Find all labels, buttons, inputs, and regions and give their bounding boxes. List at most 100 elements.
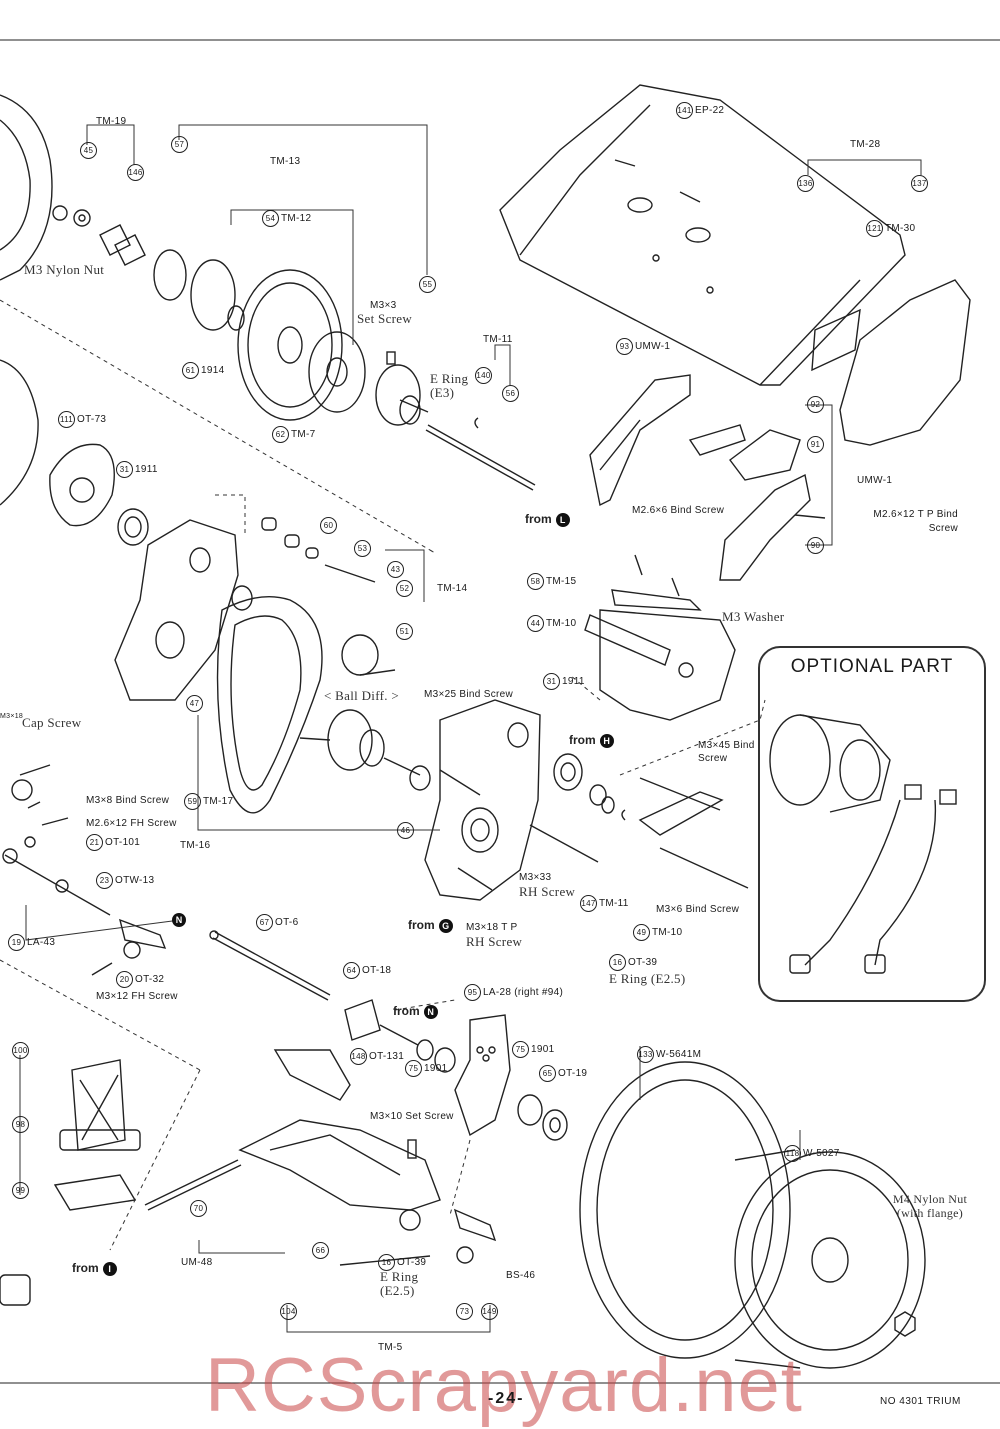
label-text: TM-10 — [546, 618, 577, 630]
from-dot: N — [172, 912, 186, 927]
label-tm11-top: TM-11 — [483, 334, 513, 345]
callout-47: 47 — [186, 695, 205, 712]
label-text: OT-39 — [628, 957, 658, 969]
footer-code: NO 4301 TRIUM — [880, 1396, 961, 1407]
callout-number: 56 — [502, 385, 519, 402]
callout-60: 60 — [320, 517, 339, 534]
label-text: UMW-1 — [635, 341, 671, 353]
callout-number: 59 — [184, 793, 201, 810]
marker-n: N — [168, 912, 186, 927]
callout-number: 91 — [807, 436, 824, 453]
label-text: LA-28 (right #94) — [483, 987, 564, 999]
label-text: TM-7 — [291, 429, 316, 441]
label-text: OT-101 — [105, 837, 141, 849]
label-text: 1901 — [531, 1044, 555, 1056]
from-dot: L — [555, 512, 570, 527]
label-text: 1911 — [135, 464, 158, 476]
callout-number: 55 — [419, 276, 436, 293]
callout-66: 66 — [312, 1242, 331, 1259]
callout-number: 60 — [320, 517, 337, 534]
label-text: TM-13 — [270, 156, 301, 167]
callout-number: 64 — [343, 962, 360, 979]
watermark: RCScrapyard.net — [205, 1343, 803, 1428]
callout-number: 52 — [396, 580, 413, 597]
from-text: from — [569, 733, 596, 747]
callout-53: 53 — [354, 540, 373, 557]
callout-number: 93 — [616, 338, 633, 355]
label-tm28: TM-28 — [850, 139, 881, 150]
callout-137: 137 — [911, 175, 930, 192]
label-text: TM-11 — [599, 898, 629, 910]
callout-140: 140 — [475, 367, 494, 384]
callout-number: 73 — [456, 1303, 473, 1320]
callout-number: 20 — [116, 971, 133, 988]
label-m26x6-bind: M2.6×6 Bind Screw — [632, 505, 725, 516]
label-tm14: TM-14 — [437, 583, 468, 594]
callout-number: 66 — [312, 1242, 329, 1259]
label-text: TM-30 — [885, 223, 916, 235]
from-text: from — [393, 1004, 420, 1018]
callout-146: 146 — [127, 164, 146, 181]
callout-number: 149 — [481, 1303, 498, 1320]
label-text: OT-32 — [135, 974, 165, 986]
callout-number: 44 — [527, 615, 544, 632]
callout-number: 95 — [464, 984, 481, 1001]
label-text: TM-15 — [546, 576, 577, 588]
from-dot: I — [102, 1261, 117, 1276]
label-m3x6-bind: M3×6 Bind Screw — [656, 904, 740, 915]
callout-99: 99 — [12, 1182, 31, 1199]
callout-91: 91 — [807, 436, 826, 453]
callout-55: 55 — [419, 276, 438, 293]
label-e-ring-e3: E Ring (E3) — [430, 371, 469, 400]
callout-number: 140 — [475, 367, 492, 384]
callout-number: 16 — [609, 954, 626, 971]
callout-number: 49 — [633, 924, 650, 941]
callout-92: 92 — [807, 396, 826, 413]
callout-73: 73 — [456, 1303, 475, 1320]
callout-number: 23 — [96, 872, 113, 889]
callout-number: 133 — [637, 1046, 654, 1063]
callout-number: 54 — [262, 210, 279, 227]
label-umw1: UMW-1 — [857, 475, 893, 486]
label-text: OT-39 — [397, 1257, 427, 1269]
callout-number: 104 — [280, 1303, 297, 1320]
label-m3x45-bind: M3×45 Bind Screw — [698, 740, 755, 764]
label-text: TM-12 — [281, 213, 312, 225]
callout-number: 19 — [8, 934, 25, 951]
label-rh-screw-a: RH Screw — [519, 884, 576, 899]
label-m3x10-set: M3×10 Set Screw — [370, 1111, 454, 1122]
callout-number: 99 — [12, 1182, 29, 1199]
label-m3x18-cap: M3×18 — [0, 713, 24, 720]
label-text: LA-43 — [27, 937, 56, 949]
callout-number: 46 — [397, 822, 414, 839]
callout-number: 45 — [80, 142, 97, 159]
label-e-ring-e25: E Ring (E2.5) — [609, 971, 686, 986]
callout-number: 70 — [190, 1200, 207, 1217]
callout-number: 21 — [86, 834, 103, 851]
callout-number: 16 — [378, 1254, 395, 1271]
callout-number: 136 — [797, 175, 814, 192]
callout-number: 75 — [405, 1060, 422, 1077]
callout-number: 65 — [539, 1065, 556, 1082]
